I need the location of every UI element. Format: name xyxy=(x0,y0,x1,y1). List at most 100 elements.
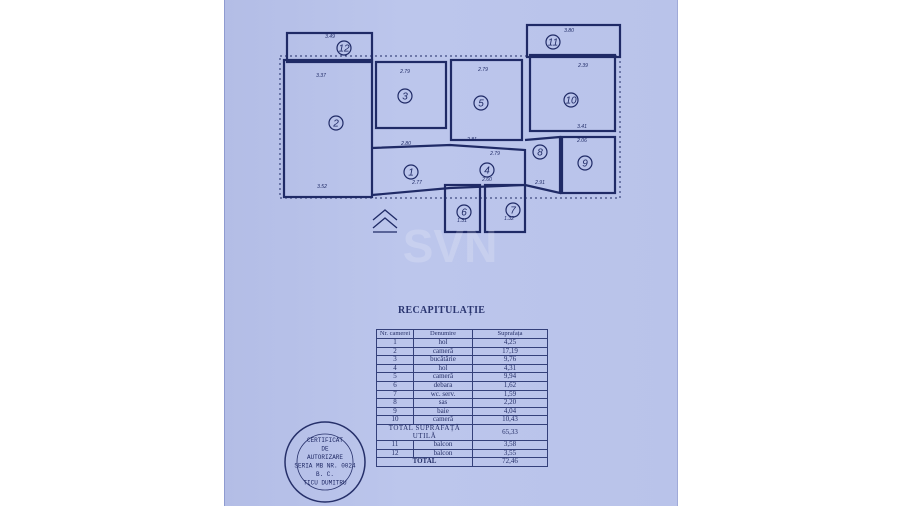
room-number-circle xyxy=(545,34,561,50)
dimension-label: 3.80 xyxy=(564,28,574,34)
room-number-circle xyxy=(328,115,344,131)
dimension-label: 2.91 xyxy=(534,180,545,186)
stamp-line: TICU DUMITRU xyxy=(303,480,347,487)
room-area: 4,25 xyxy=(472,338,548,348)
room-number-circle xyxy=(456,204,472,220)
room-number-circle xyxy=(479,162,495,178)
room-number-circle xyxy=(577,155,593,171)
stamp-line: B. C. xyxy=(316,471,334,478)
room-number-circle xyxy=(403,164,419,180)
total-util-label: TOTAL SUPRAFAȚĂ UTILĂ xyxy=(376,423,473,442)
room-number-circle xyxy=(397,88,413,104)
room-number-circle xyxy=(505,202,521,218)
hall-outline xyxy=(371,143,527,197)
room-number-circle xyxy=(532,144,548,160)
room-7-outline xyxy=(483,183,527,234)
room-number: 12 xyxy=(338,44,350,55)
room-number: 6 xyxy=(461,208,467,219)
room-number-circle xyxy=(563,92,579,108)
room-nr: 6 xyxy=(376,380,414,391)
room-3-outline xyxy=(374,60,448,130)
room-nr: 8 xyxy=(376,398,414,408)
room-8-outline xyxy=(524,135,562,195)
room-5-outline xyxy=(449,58,524,142)
dimension-label: 1.32 xyxy=(504,216,514,222)
walls xyxy=(279,23,622,234)
room-number: 10 xyxy=(565,96,577,107)
room-number: 9 xyxy=(582,159,588,170)
room-area: 2,20 xyxy=(472,398,548,408)
room-number-circle xyxy=(473,95,489,111)
room-nr: 1 xyxy=(376,338,414,348)
room-number: 8 xyxy=(537,148,543,159)
recap-title: RECAPITULAȚIE xyxy=(398,305,486,316)
watermark-logo: SVN xyxy=(403,220,498,272)
dimension-label: 3.49 xyxy=(325,34,335,40)
room-nr: 11 xyxy=(376,440,414,450)
dimension-label: 2.81 xyxy=(466,137,477,143)
dimension-label: 2.06 xyxy=(576,138,587,144)
room-number: 7 xyxy=(510,206,516,217)
dimension-label: 1.31 xyxy=(457,218,467,224)
room-number: 11 xyxy=(548,38,558,49)
dimension-label: 2.77 xyxy=(411,180,422,186)
room-9-outline xyxy=(560,135,617,195)
room-2-outline xyxy=(282,58,374,199)
balcony-12-outline xyxy=(285,31,374,64)
room-name: balcon xyxy=(413,440,473,450)
dimension-label: 3.41 xyxy=(577,124,587,130)
room-name: hol xyxy=(413,338,473,348)
dimension-label: 3.37 xyxy=(316,73,326,79)
balcony-11-outline xyxy=(525,23,622,59)
dimension-label: 2.39 xyxy=(577,63,588,69)
outer-outline xyxy=(279,55,621,199)
stamp-line: AUTORIZARE xyxy=(307,454,343,461)
room-area: 10,43 xyxy=(472,415,548,425)
col-header-area: Suprafața xyxy=(472,329,548,339)
dimension-label: 2.79 xyxy=(477,67,488,73)
total-util-value: 65,33 xyxy=(472,423,548,442)
room-10-outline xyxy=(528,53,617,133)
room-6-outline xyxy=(443,183,482,234)
dimension-label: 2.80 xyxy=(400,141,411,147)
room-nr: 12 xyxy=(376,448,414,459)
stamp-line: CERTIFICAT xyxy=(307,437,343,444)
dimension-label: 2.79 xyxy=(399,69,410,75)
room-area: 1,62 xyxy=(472,380,548,391)
room-number: 4 xyxy=(484,166,490,177)
room-nr: 3 xyxy=(376,355,414,365)
room-area: 9,76 xyxy=(472,355,548,365)
room-number: 1 xyxy=(408,168,414,179)
north-arrow-icon xyxy=(372,209,398,233)
room-name: debara xyxy=(413,380,473,391)
dimension-label: 2.79 xyxy=(489,151,500,157)
room-number-circle xyxy=(336,40,352,56)
dimension-label: 2.60 xyxy=(481,177,492,183)
room-name: bucătărie xyxy=(413,355,473,365)
room-number: 5 xyxy=(478,99,484,110)
dimension-label: 3.52 xyxy=(317,184,327,190)
room-number: 3 xyxy=(402,92,408,103)
stamp-line: DE xyxy=(321,446,329,453)
room-area: 3,58 xyxy=(472,440,548,450)
total-label: TOTAL xyxy=(376,457,473,467)
room-number: 2 xyxy=(332,119,339,130)
room-name: sas xyxy=(413,398,473,408)
total-value: 72,46 xyxy=(472,457,548,467)
